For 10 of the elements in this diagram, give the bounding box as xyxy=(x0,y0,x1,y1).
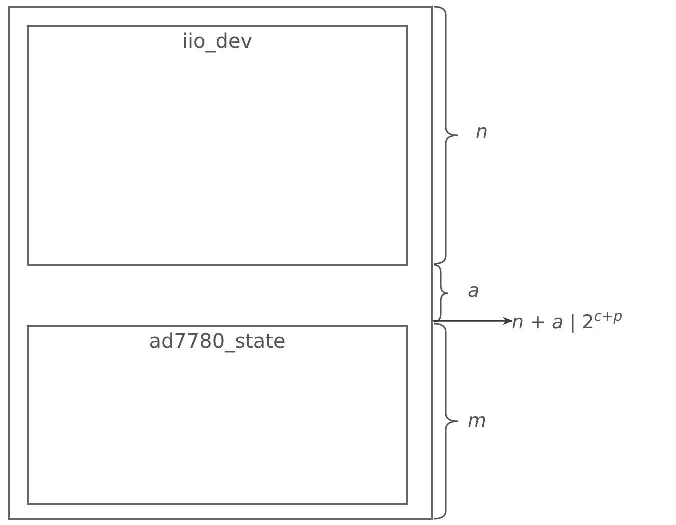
size-label: m xyxy=(468,410,487,432)
arrow xyxy=(433,317,513,326)
memory-block xyxy=(8,6,433,520)
region-label: iio_dev xyxy=(181,29,254,53)
region-label: ad7780_state xyxy=(148,329,287,353)
size-label: a xyxy=(468,280,480,302)
struct-region xyxy=(27,25,408,266)
offset-expression: n + a | 2$^{c+p}$ xyxy=(512,309,623,334)
struct-region xyxy=(27,325,408,505)
size-label: n xyxy=(476,121,488,143)
